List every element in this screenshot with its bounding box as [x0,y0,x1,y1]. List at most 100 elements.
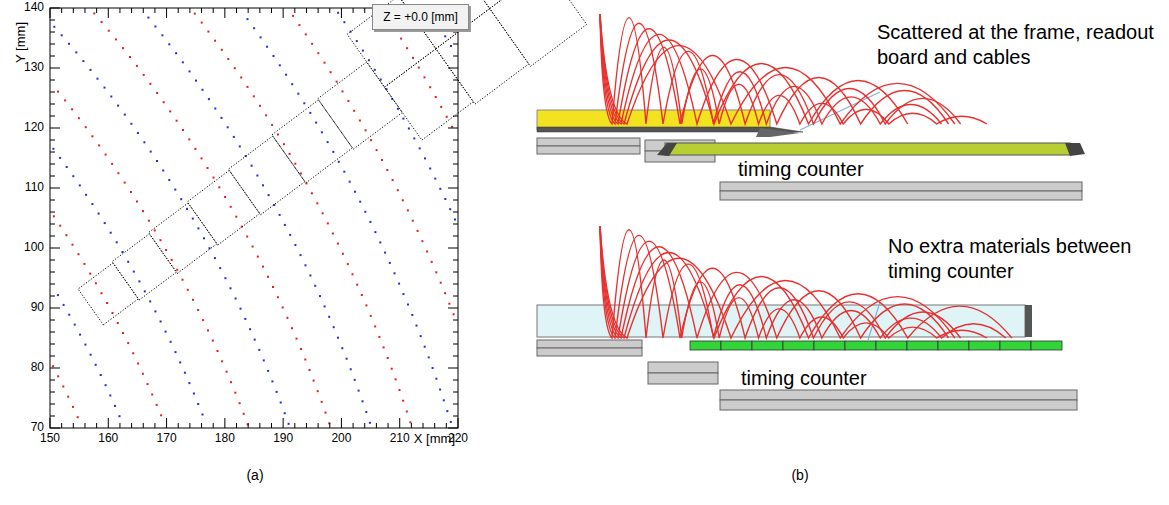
hit-dot [362,50,364,52]
counter-segment [1031,341,1062,350]
tick [73,423,74,428]
hit-dot [195,80,197,82]
hit-dot [266,46,268,48]
hit-dot [383,346,385,348]
tick [50,8,60,9]
hit-dot [413,137,415,139]
tick [294,423,295,428]
hit-dot [168,179,170,181]
hit-dot [424,76,426,78]
hit-dot [359,120,361,122]
hit-dot [392,179,394,181]
hit-dot [369,221,371,223]
tick [108,8,109,18]
hit-dot [142,210,144,212]
tick [50,356,55,357]
tick [50,200,55,201]
hit-dot [132,352,134,354]
hit-dot [154,26,156,28]
hit-dot [253,27,255,29]
tick [453,44,458,45]
hit-dot [321,401,323,403]
hit-dot [411,314,413,316]
hit-dot [156,404,158,406]
hit-dot [108,30,110,32]
hit-dot [122,251,124,253]
tick [448,308,458,309]
hit-dot [143,141,145,143]
hit-dot [207,31,209,33]
hit-dot [207,167,209,169]
hit-dot [110,96,112,98]
hit-dot [359,201,361,203]
tick [96,8,97,13]
tick [306,8,307,13]
hit-dot [104,87,106,89]
hit-dot [314,285,316,287]
hit-dot [160,321,162,323]
hit-dot [79,334,81,336]
hit-dot [72,406,74,408]
tick [453,164,458,165]
hit-dot [66,166,68,168]
hit-dot [253,95,255,97]
hit-dot [356,284,358,286]
hit-dot [346,358,348,360]
hit-dot [188,138,190,140]
hit-dot [305,264,307,266]
hit-dot [282,307,284,309]
hit-dot [439,188,441,190]
tick [329,423,330,428]
tick [224,418,225,428]
hit-dot [420,335,422,337]
hit-dot [193,393,195,395]
hit-dot [365,411,367,413]
hit-dot [212,340,214,342]
counter-segment [876,341,907,350]
hit-dot [428,356,430,358]
hit-dot [221,117,223,119]
hit-dot [246,236,248,238]
hit-dot [364,211,366,213]
hit-dot [408,128,410,130]
panel-label: (b) [791,468,808,483]
hit-dot [78,253,80,255]
hit-dot [296,338,298,340]
hit-dot [285,74,287,76]
hit-dot [203,237,205,239]
hit-dot [279,214,281,216]
tick [453,404,458,405]
hit-dot [115,38,117,40]
tick [178,8,179,13]
tick [178,423,179,428]
hit-dot [406,47,408,49]
hit-dot [130,191,132,193]
counter-segment [690,341,721,350]
tick [283,418,284,428]
hit-dot [369,422,371,424]
hit-dot [213,177,215,179]
tick [50,404,55,405]
hit-dot [174,189,176,191]
hit-dot [397,189,399,191]
tick-label: 180 [215,432,235,445]
hit-dot [106,302,108,304]
hit-dot [443,399,445,401]
tick [50,308,60,309]
hit-dot [83,263,85,265]
hit-dot [309,369,311,371]
hit-dot [252,246,254,248]
tick [119,423,120,428]
tick [119,8,120,13]
hit-dot [142,373,144,375]
tick [73,8,74,13]
tick [189,8,190,13]
hit-dot [74,324,76,326]
tick [248,8,249,13]
hit-dot [244,318,246,320]
hit-dot [376,149,378,151]
hit-dot [254,339,256,341]
hit-dot [322,212,324,214]
hit-dot [271,380,273,382]
tick [453,260,458,261]
